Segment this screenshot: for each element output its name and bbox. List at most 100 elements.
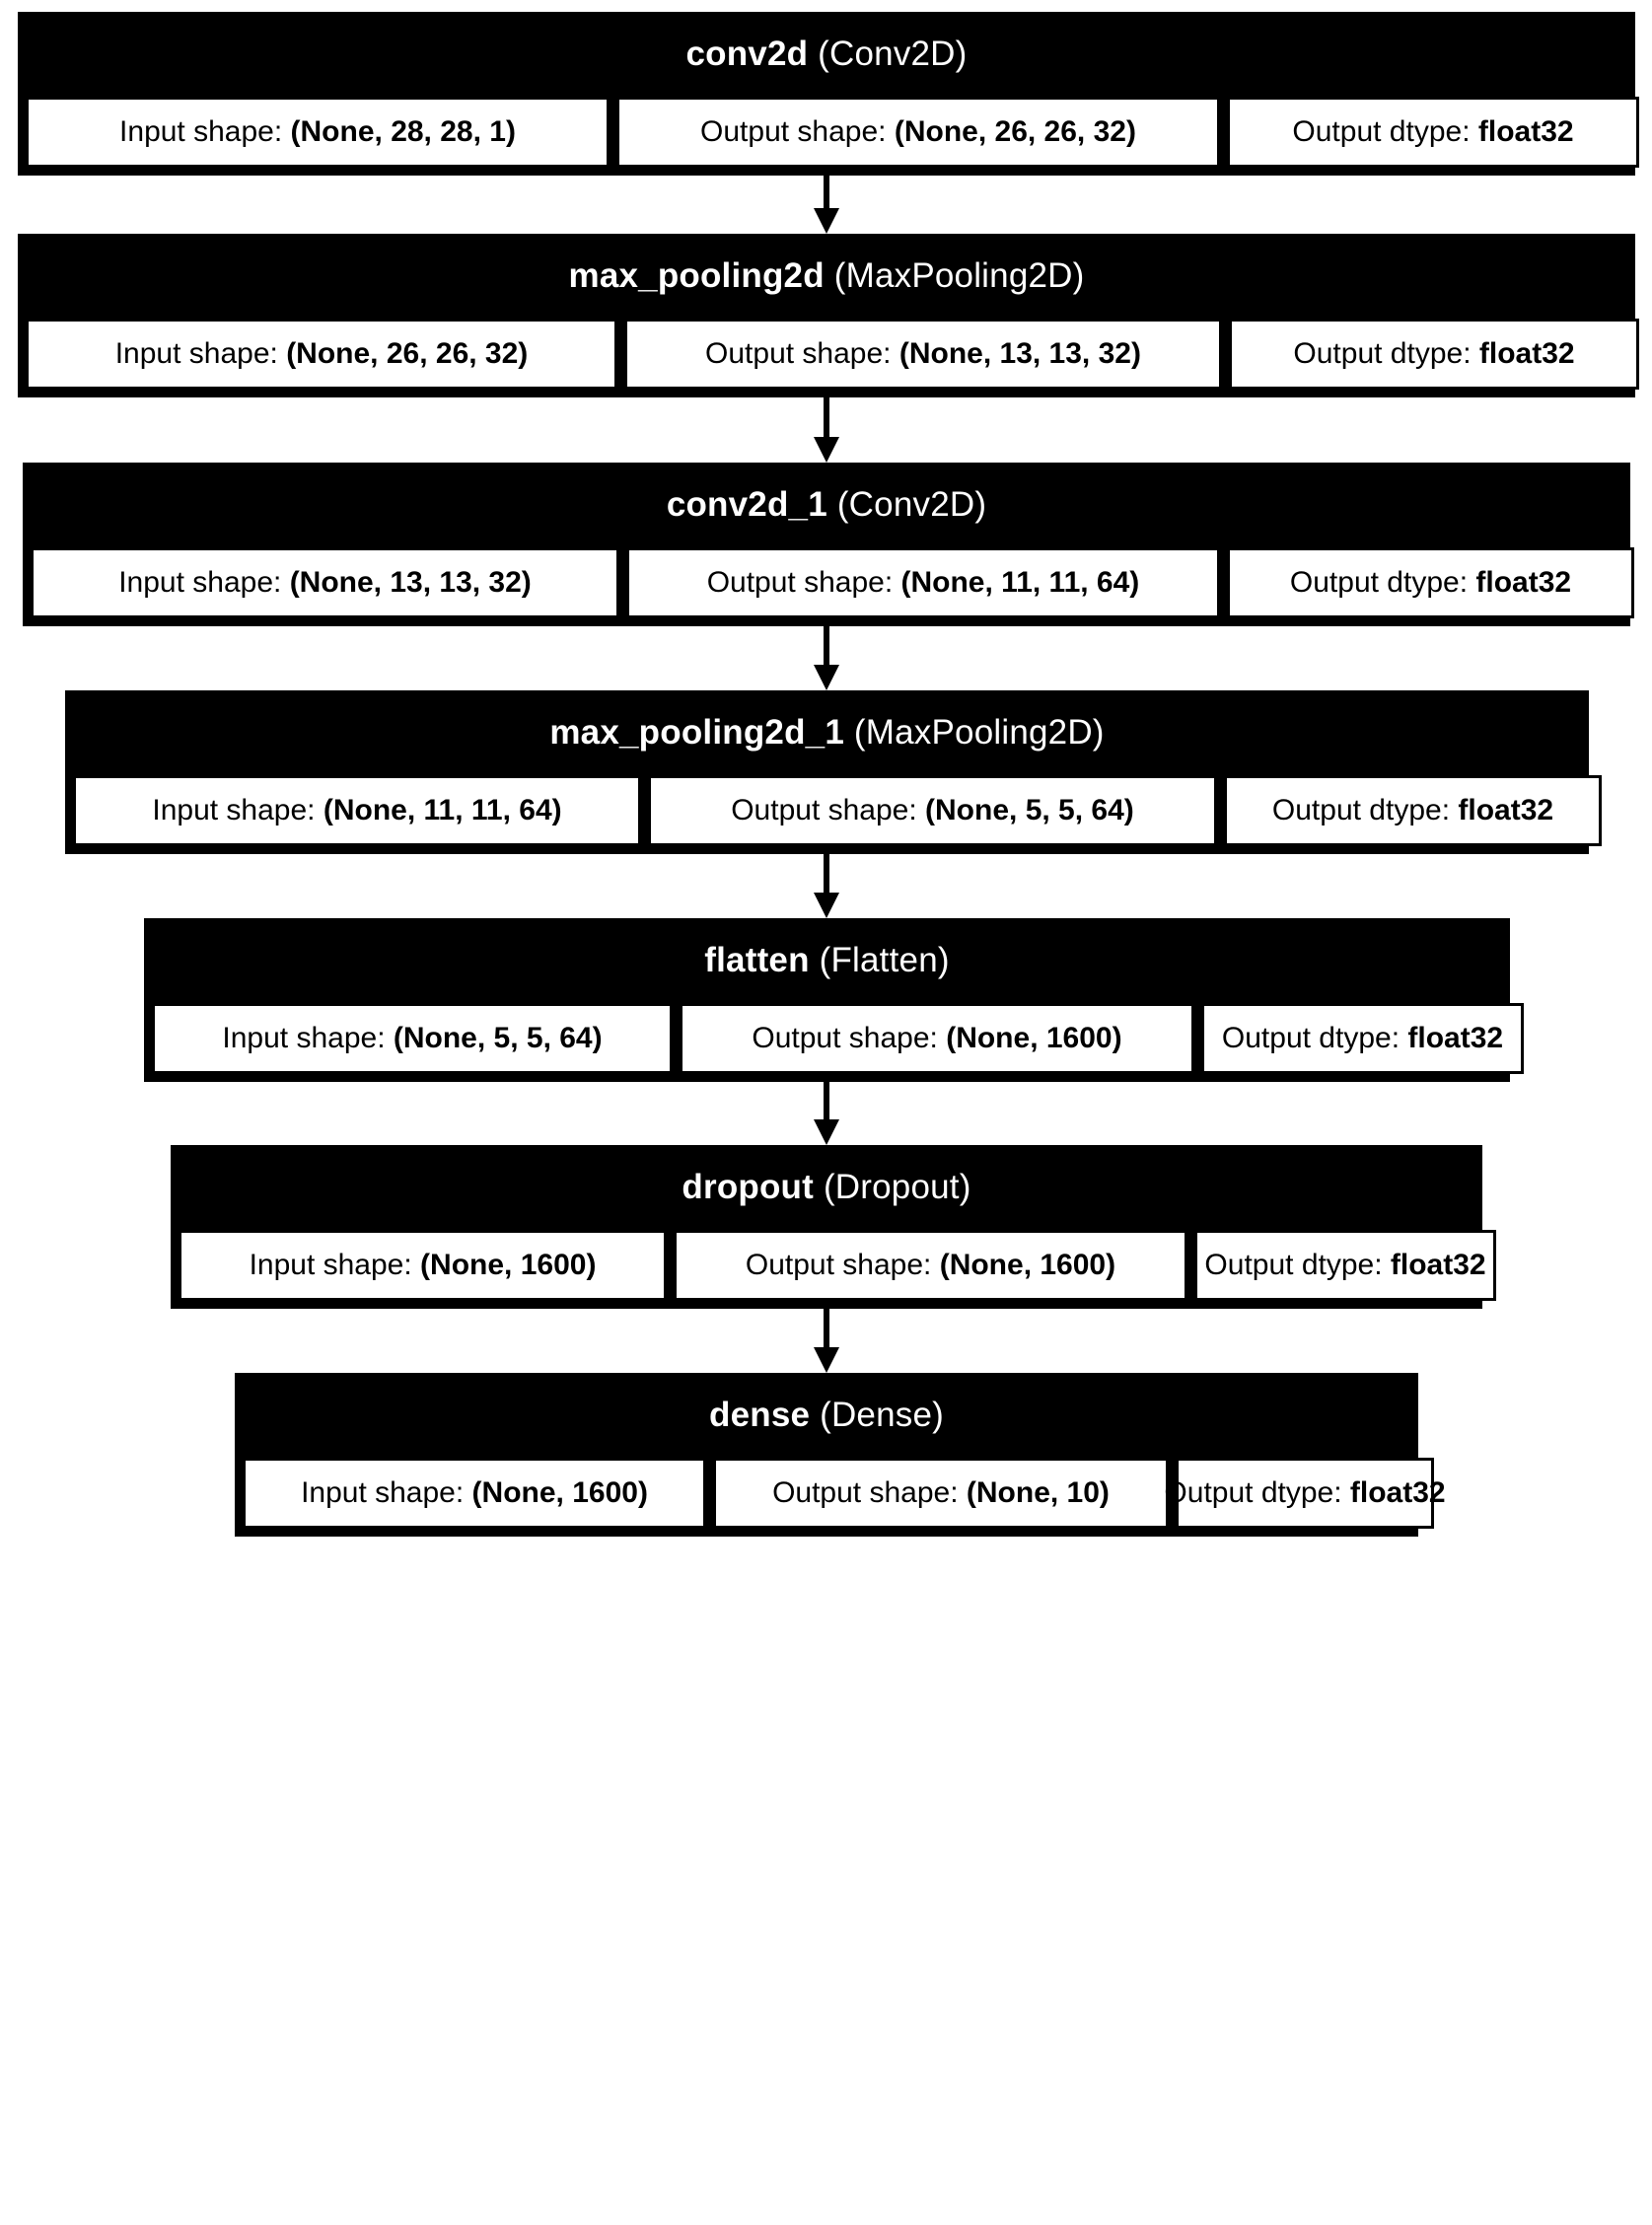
output-shape-cell-label: Output shape:	[700, 115, 887, 149]
layer-name: max_pooling2d	[568, 256, 825, 295]
edge-line	[824, 854, 829, 895]
output-dtype-cell-label: Output dtype:	[1289, 566, 1469, 600]
output-dtype-cell-label: Output dtype:	[1293, 337, 1472, 371]
output-dtype-cell-label: Output dtype:	[1271, 794, 1451, 827]
layer-type: (Conv2D)	[836, 485, 987, 524]
input-shape-cell-value: (None, 11, 11, 64)	[323, 794, 562, 827]
output-shape-cell-label: Output shape:	[772, 1476, 959, 1510]
arrowhead-icon	[814, 893, 839, 918]
input-shape-cell: Input shape: (None, 13, 13, 32)	[31, 546, 619, 618]
input-shape-cell: Input shape: (None, 5, 5, 64)	[152, 1002, 673, 1074]
output-shape-cell-value: (None, 5, 5, 64)	[925, 794, 1134, 827]
layer-header-max_pooling2d: max_pooling2d (MaxPooling2D)	[21, 237, 1632, 319]
layer-type: (Conv2D)	[818, 35, 968, 73]
layer-type: (Flatten)	[819, 941, 950, 979]
output-shape-cell: Output shape: (None, 11, 11, 64)	[626, 546, 1220, 618]
output-dtype-cell-value: float32	[1477, 115, 1574, 149]
output-dtype-cell-value: float32	[1390, 1249, 1486, 1282]
layer-type: (Dense)	[820, 1396, 944, 1434]
layer-header-conv2d: conv2d (Conv2D)	[21, 15, 1632, 97]
arrowhead-icon	[814, 665, 839, 690]
edge-line	[824, 1082, 829, 1121]
layer-block-max_pooling2d_1: max_pooling2d_1 (MaxPooling2D)Input shap…	[65, 690, 1602, 854]
output-shape-cell: Output shape: (None, 10)	[713, 1457, 1169, 1529]
output-shape-cell: Output shape: (None, 1600)	[680, 1002, 1194, 1074]
input-shape-cell-value: (None, 1600)	[420, 1249, 597, 1282]
output-shape-cell: Output shape: (None, 13, 13, 32)	[624, 318, 1222, 390]
arrowhead-icon	[814, 208, 839, 234]
input-shape-cell-value: (None, 28, 28, 1)	[290, 115, 516, 149]
layer-header-max_pooling2d_1: max_pooling2d_1 (MaxPooling2D)	[68, 693, 1586, 775]
input-shape-cell-value: (None, 5, 5, 64)	[393, 1022, 603, 1055]
edge-line	[824, 626, 829, 667]
input-shape-cell-label: Input shape:	[119, 115, 283, 149]
output-shape-cell-label: Output shape:	[745, 1249, 932, 1282]
output-shape-cell-label: Output shape:	[731, 794, 917, 827]
input-shape-cell-label: Input shape:	[301, 1476, 465, 1510]
layer-header-conv2d_1: conv2d_1 (Conv2D)	[26, 466, 1627, 547]
layer-header-dense: dense (Dense)	[238, 1376, 1415, 1458]
input-shape-cell-label: Input shape:	[114, 337, 278, 371]
output-shape-cell-label: Output shape:	[706, 566, 894, 600]
output-dtype-cell-label: Output dtype:	[1164, 1476, 1342, 1510]
layer-name: dropout	[682, 1168, 814, 1206]
input-shape-cell-label: Input shape:	[249, 1249, 412, 1282]
layer-type: (MaxPooling2D)	[833, 256, 1085, 295]
output-shape-cell-value: (None, 1600)	[946, 1022, 1122, 1055]
layer-block-max_pooling2d: max_pooling2d (MaxPooling2D)Input shape:…	[18, 234, 1639, 397]
input-shape-cell-label: Input shape:	[152, 794, 316, 827]
layer-cells-conv2d: Input shape: (None, 28, 28, 1)Output sha…	[21, 96, 1639, 173]
layer-name: conv2d_1	[666, 485, 827, 524]
output-dtype-cell-label: Output dtype:	[1204, 1249, 1383, 1282]
output-dtype-cell: Output dtype: float32	[1224, 774, 1602, 846]
layer-cells-conv2d_1: Input shape: (None, 13, 13, 32)Output sh…	[26, 546, 1634, 623]
input-shape-cell: Input shape: (None, 26, 26, 32)	[26, 318, 617, 390]
output-dtype-cell-value: float32	[1478, 337, 1575, 371]
input-shape-cell: Input shape: (None, 11, 11, 64)	[73, 774, 641, 846]
layer-block-dropout: dropout (Dropout)Input shape: (None, 160…	[171, 1145, 1496, 1309]
arrowhead-icon	[814, 1119, 839, 1145]
layer-name: dense	[709, 1396, 811, 1434]
arrowhead-icon	[814, 437, 839, 463]
input-shape-cell: Input shape: (None, 28, 28, 1)	[26, 96, 610, 168]
output-dtype-cell: Output dtype: float32	[1194, 1229, 1496, 1301]
edge-line	[824, 176, 829, 210]
layer-name: conv2d	[685, 35, 809, 73]
output-dtype-cell-value: float32	[1407, 1022, 1504, 1055]
output-shape-cell-value: (None, 11, 11, 64)	[900, 566, 1140, 600]
layer-block-conv2d: conv2d (Conv2D)Input shape: (None, 28, 2…	[18, 12, 1639, 176]
input-shape-cell: Input shape: (None, 1600)	[179, 1229, 667, 1301]
input-shape-cell-label: Input shape:	[222, 1022, 386, 1055]
input-shape-cell-value: (None, 13, 13, 32)	[289, 566, 532, 600]
layer-block-conv2d_1: conv2d_1 (Conv2D)Input shape: (None, 13,…	[23, 463, 1634, 626]
layer-cells-max_pooling2d: Input shape: (None, 26, 26, 32)Output sh…	[21, 318, 1639, 395]
layer-type: (Dropout)	[823, 1168, 971, 1206]
output-dtype-cell-value: float32	[1458, 794, 1554, 827]
output-dtype-cell-label: Output dtype:	[1221, 1022, 1401, 1055]
layer-name: max_pooling2d_1	[549, 713, 844, 752]
output-shape-cell-label: Output shape:	[752, 1022, 938, 1055]
output-dtype-cell: Output dtype: float32	[1229, 318, 1639, 390]
layer-name: flatten	[704, 941, 810, 979]
input-shape-cell-label: Input shape:	[118, 566, 282, 600]
output-shape-cell: Output shape: (None, 5, 5, 64)	[648, 774, 1217, 846]
output-dtype-cell-label: Output dtype:	[1292, 115, 1471, 149]
output-dtype-cell-value: float32	[1475, 566, 1572, 600]
output-shape-cell-value: (None, 1600)	[939, 1249, 1116, 1282]
layer-header-dropout: dropout (Dropout)	[174, 1148, 1479, 1230]
input-shape-cell-value: (None, 26, 26, 32)	[286, 337, 529, 371]
layer-block-flatten: flatten (Flatten) Input shape: (None, 5, …	[144, 918, 1524, 1082]
output-shape-cell: Output shape: (None, 26, 26, 32)	[616, 96, 1220, 168]
layer-type: (MaxPooling2D)	[853, 713, 1105, 752]
layer-cells-dropout: Input shape: (None, 1600)Output shape: (…	[174, 1229, 1496, 1306]
output-dtype-cell: Output dtype: float32	[1227, 96, 1639, 168]
layer-cells-max_pooling2d_1: Input shape: (None, 11, 11, 64)Output sh…	[68, 774, 1602, 851]
input-shape-cell: Input shape: (None, 1600)	[243, 1457, 706, 1529]
output-shape-cell-value: (None, 13, 13, 32)	[898, 337, 1141, 371]
layer-cells-flatten: Input shape: (None, 5, 5, 64)Output shap…	[147, 1002, 1524, 1079]
output-dtype-cell-value: float32	[1349, 1476, 1446, 1510]
output-shape-cell: Output shape: (None, 1600)	[674, 1229, 1187, 1301]
output-shape-cell-value: (None, 26, 26, 32)	[894, 115, 1136, 149]
layer-block-dense: dense (Dense)Input shape: (None, 1600)Ou…	[235, 1373, 1446, 1537]
